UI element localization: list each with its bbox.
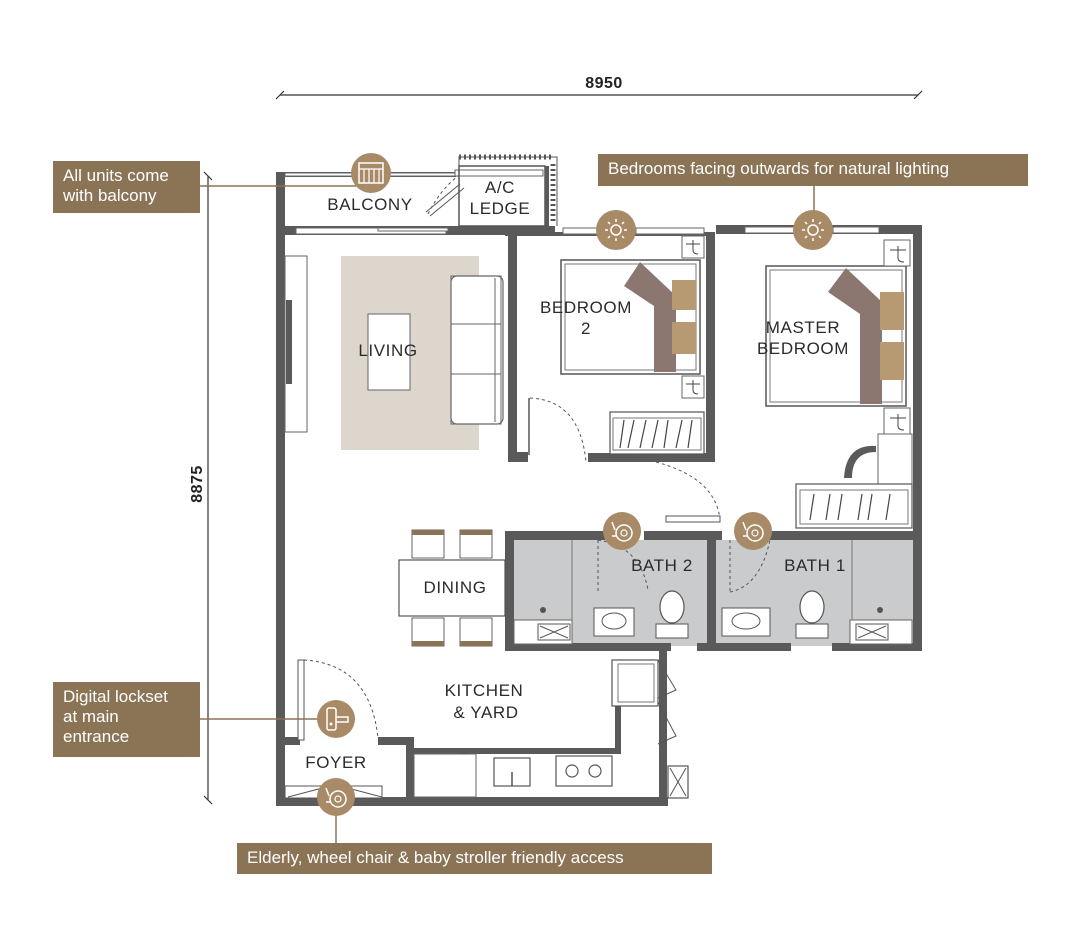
height-dimension	[203, 171, 213, 805]
digital-lock-icon	[317, 700, 355, 738]
master-bedroom-label-line1: MASTER	[766, 318, 840, 337]
ac-ledge-label-line1: A/C	[485, 178, 515, 197]
wardrobe-door-icons	[686, 240, 906, 431]
sun-icon	[793, 210, 833, 250]
callout-digital-lockset: Digital lockset at main entrance	[53, 682, 200, 757]
balcony-door	[425, 175, 465, 217]
callout-natural-lighting: Bedrooms facing outwards for natural lig…	[598, 154, 1028, 186]
height-dimension-label: 8875	[189, 465, 206, 503]
dining-furniture	[398, 529, 506, 647]
living-label: LIVING	[358, 341, 417, 360]
bedroom2-label-line1: BEDROOM	[540, 298, 632, 317]
bedroom2-label-line2: 2	[581, 319, 591, 338]
living-furniture	[284, 255, 504, 450]
width-dimension	[275, 90, 923, 100]
sun-icon	[596, 210, 636, 250]
wheelchair-access-icon	[603, 512, 641, 550]
callout-leaders	[200, 185, 815, 843]
balcony-label: BALCONY	[327, 195, 412, 214]
dining-label: DINING	[423, 578, 486, 597]
balcony-icon	[351, 153, 391, 193]
callout-balcony: All units come with balcony	[53, 161, 200, 213]
width-dimension-label: 8950	[585, 75, 623, 92]
callout-access: Elderly, wheel chair & baby stroller fri…	[237, 843, 712, 874]
foyer-label: FOYER	[305, 753, 367, 772]
ac-ledge-label-line2: LEDGE	[470, 199, 531, 218]
bath2-label: BATH 2	[631, 556, 693, 575]
ac-ledge	[458, 154, 558, 227]
wheelchair-access-icon	[317, 778, 355, 816]
wheelchair-access-icon	[734, 512, 772, 550]
master-bedroom-label-line2: BEDROOM	[757, 339, 849, 358]
kitchen-label-line2: & YARD	[453, 703, 518, 722]
kitchen-fixtures	[413, 659, 689, 799]
bedroom2-furniture	[528, 235, 705, 463]
bath1-label: BATH 1	[784, 556, 846, 575]
kitchen-label-line1: KITCHEN	[445, 681, 524, 700]
bathroom-fixtures	[513, 539, 913, 645]
master-bedroom-furniture	[655, 239, 913, 529]
